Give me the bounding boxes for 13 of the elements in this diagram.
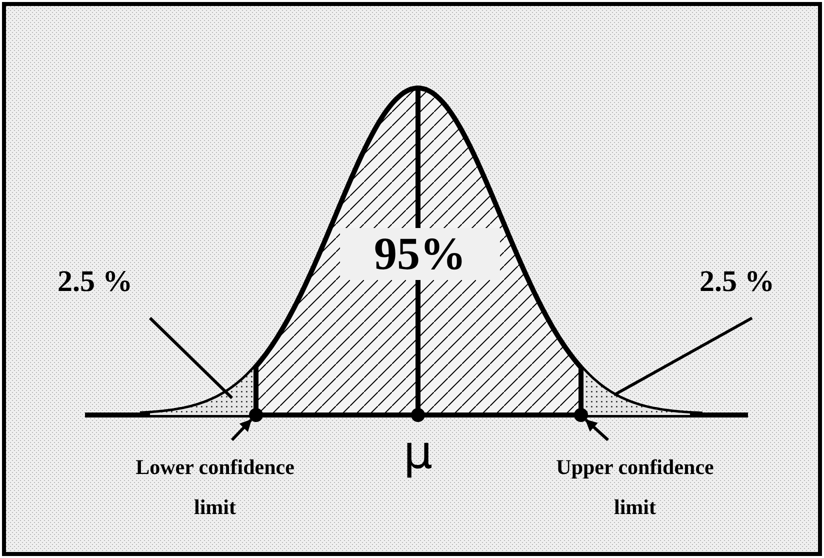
limit-label: Lower confidence limit <box>136 455 294 519</box>
limit-dot <box>574 408 588 422</box>
percentage-label: 95% <box>340 228 500 280</box>
tail-area <box>581 368 690 415</box>
arrow <box>230 418 252 442</box>
leader-line <box>613 316 753 396</box>
limit-dot <box>411 408 425 422</box>
limit-label: Upper confidence limit <box>556 455 714 519</box>
mean-symbol: μ <box>402 426 434 478</box>
limit-dot <box>249 408 263 422</box>
leader-line <box>148 316 234 400</box>
percentage-label: 2.5 % <box>700 265 774 298</box>
percentage-label: 2.5 % <box>58 265 132 298</box>
